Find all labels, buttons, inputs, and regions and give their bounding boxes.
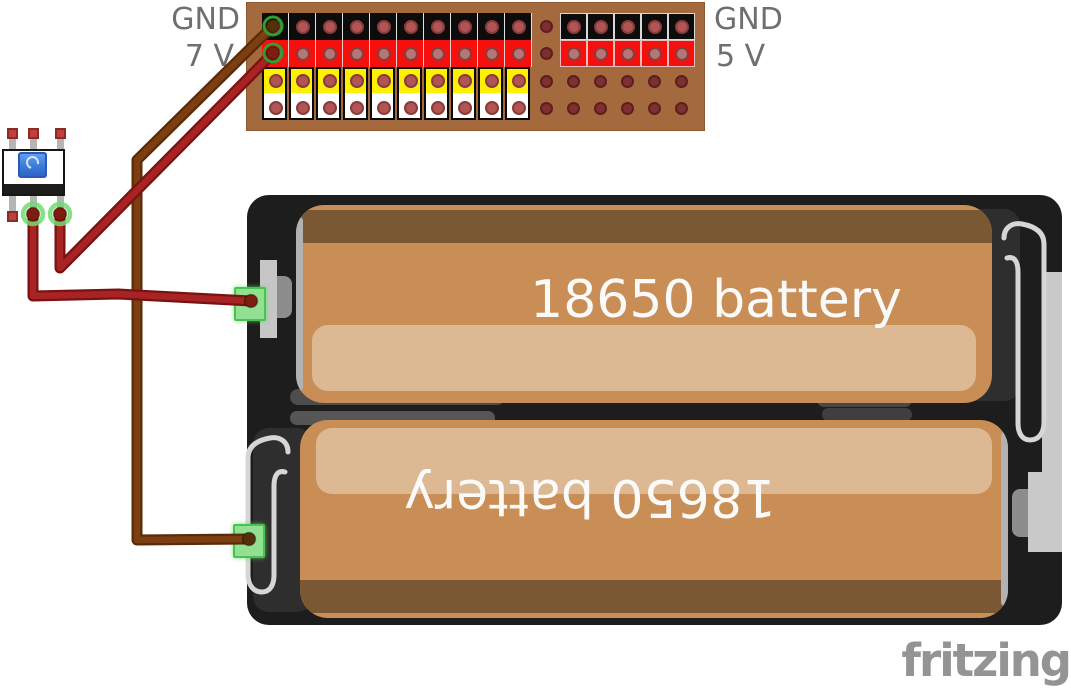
switch-leg	[8, 196, 16, 214]
holder-shadow	[822, 408, 912, 421]
battery-cell-2	[300, 420, 1008, 618]
battery-cell-1	[296, 205, 992, 403]
supply-wire-7v-red	[56, 49, 277, 272]
battery-end-sliver	[296, 217, 303, 391]
switch-leg	[8, 135, 16, 151]
terminal-nub-top-left	[277, 276, 292, 318]
connection-glow	[47, 201, 73, 227]
battery-positive-wire-red	[29, 210, 255, 305]
battery-highlight-band	[316, 428, 992, 494]
label-5v: 5 V	[716, 39, 766, 74]
switch-leg	[56, 135, 64, 151]
terminal-nub-bottom-right	[1012, 489, 1028, 537]
battery-wrapper-band	[296, 210, 992, 243]
switch-pin-pad	[54, 127, 66, 139]
spring-top-right	[1001, 221, 1047, 443]
label-gnd-right: GND	[714, 2, 783, 37]
fritzing-logo: fritzing	[901, 634, 1071, 687]
battery-holder: 18650 battery 18650 battery	[247, 195, 1062, 625]
switch-body-band	[4, 184, 63, 194]
battery-highlight-band	[312, 325, 976, 391]
battery-positive-wire-red-end	[25, 206, 41, 222]
battery-wrapper-band	[300, 580, 1008, 613]
slide-switch	[0, 125, 70, 227]
battery-end-sliver	[1001, 432, 1008, 606]
connection-glow	[20, 201, 46, 227]
gnd-wire-brown	[133, 22, 277, 544]
supply-wire-7v-red-end	[265, 45, 281, 61]
supply-wire-7v-red-end	[52, 206, 68, 222]
label-gnd-left: GND	[171, 2, 240, 37]
terminal-plate-bottom-right	[1028, 472, 1062, 552]
switch-pin-pad	[27, 127, 39, 139]
gnd-wire-brown-end	[265, 18, 281, 34]
battery-positive-wire-red-end	[243, 293, 259, 309]
switch-pin-pad	[6, 127, 18, 139]
gnd-wire-brown-end	[241, 531, 257, 547]
spring-bottom-left	[245, 435, 291, 595]
switch-body	[2, 149, 65, 196]
battery-cell-1-label: 18650 battery	[530, 270, 902, 330]
switch-pin-pad	[6, 211, 18, 222]
switch-actuator	[18, 152, 47, 178]
switch-leg	[29, 135, 37, 151]
gnd-wire-brown	[131, 20, 279, 546]
